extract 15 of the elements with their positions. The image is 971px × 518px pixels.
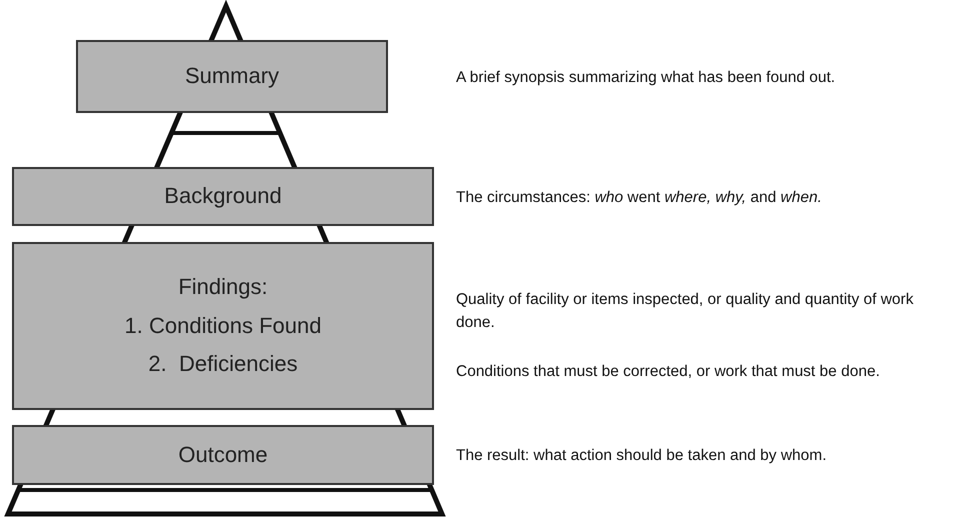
list-item: 2. Deficiencies xyxy=(148,351,298,378)
tier-description: The result: what action should be taken and by whom. xyxy=(456,446,828,466)
tier-description: A brief synopsis summarizing what has been found out. xyxy=(456,68,836,88)
pyramid-tier-box xyxy=(12,425,434,485)
pyramid-tier-box xyxy=(12,242,434,410)
tier-description: Quality of facility or items inspected, or quality and quantity of work done. xyxy=(456,290,914,334)
tier-description: The circumstances: who went where, why, and when. xyxy=(456,188,823,208)
tier-title: Outcome xyxy=(178,442,268,468)
tier-title: Findings: xyxy=(178,274,268,301)
pyramid-tier-box xyxy=(12,167,434,226)
tier-title: Background xyxy=(164,183,282,210)
tier-title: Summary xyxy=(184,63,280,90)
list-item: 1. Conditions Found xyxy=(124,312,322,340)
pyramid-tier-box xyxy=(76,40,388,113)
tier-description: Conditions that must be corrected, or work that must be done. xyxy=(456,362,881,382)
